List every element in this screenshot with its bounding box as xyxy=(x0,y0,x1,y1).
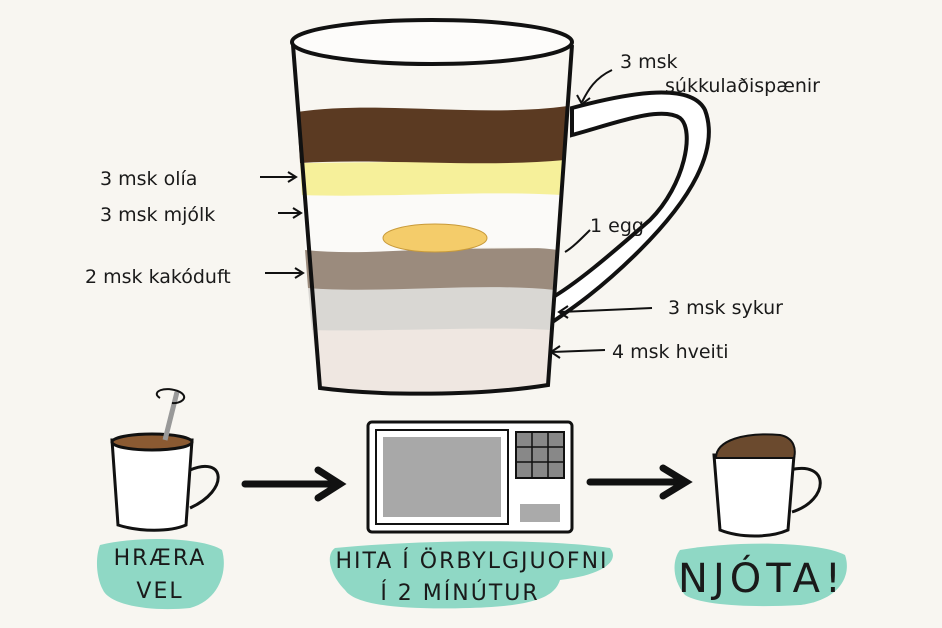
layer-chocolate xyxy=(297,106,568,164)
layer-milk xyxy=(302,192,562,253)
arrow-right-icon xyxy=(586,464,693,500)
label-arrows xyxy=(260,69,653,359)
layer-oil xyxy=(300,160,565,196)
highlight-step2 xyxy=(329,541,613,609)
label-chocolate-amount: 3 msk xyxy=(620,51,678,73)
spoon-icon xyxy=(162,391,180,441)
label-milk: 3 msk mjólk xyxy=(100,204,215,226)
microwave-icon xyxy=(366,420,574,534)
stirring-mug xyxy=(110,388,220,532)
label-flour: 4 msk hveiti xyxy=(612,341,729,363)
arrow-right-icon xyxy=(241,466,347,502)
step1-line1: HRÆRA xyxy=(114,546,207,571)
layer-cocoa xyxy=(305,248,558,290)
mug-rim xyxy=(290,18,574,66)
label-chocolate-name: súkkulaðispænir xyxy=(665,75,820,97)
step2-line2: Í 2 MÍNÚTUR xyxy=(380,580,539,606)
step1-line2: VEL xyxy=(136,579,183,604)
layer-flour xyxy=(312,325,552,393)
highlight-step1 xyxy=(96,538,224,610)
label-oil: 3 msk olía xyxy=(100,168,197,190)
finished-mug xyxy=(712,433,822,538)
mug-body-outline xyxy=(291,44,574,396)
highlight-step3 xyxy=(674,543,847,607)
label-sugar: 3 msk sykur xyxy=(668,297,783,319)
mug-handle xyxy=(546,90,711,329)
layer-sugar xyxy=(308,283,555,331)
label-egg: 1 egg xyxy=(590,215,644,237)
mug-layers xyxy=(297,106,568,393)
step3-label: NJÓTA! xyxy=(678,554,846,602)
label-cocoa: 2 msk kakóduft xyxy=(85,266,231,288)
egg-yolk xyxy=(382,223,488,253)
rotate-icon xyxy=(155,388,186,405)
step2-line1: HITA Í ÖRBYLGJUOFNI xyxy=(335,548,608,574)
